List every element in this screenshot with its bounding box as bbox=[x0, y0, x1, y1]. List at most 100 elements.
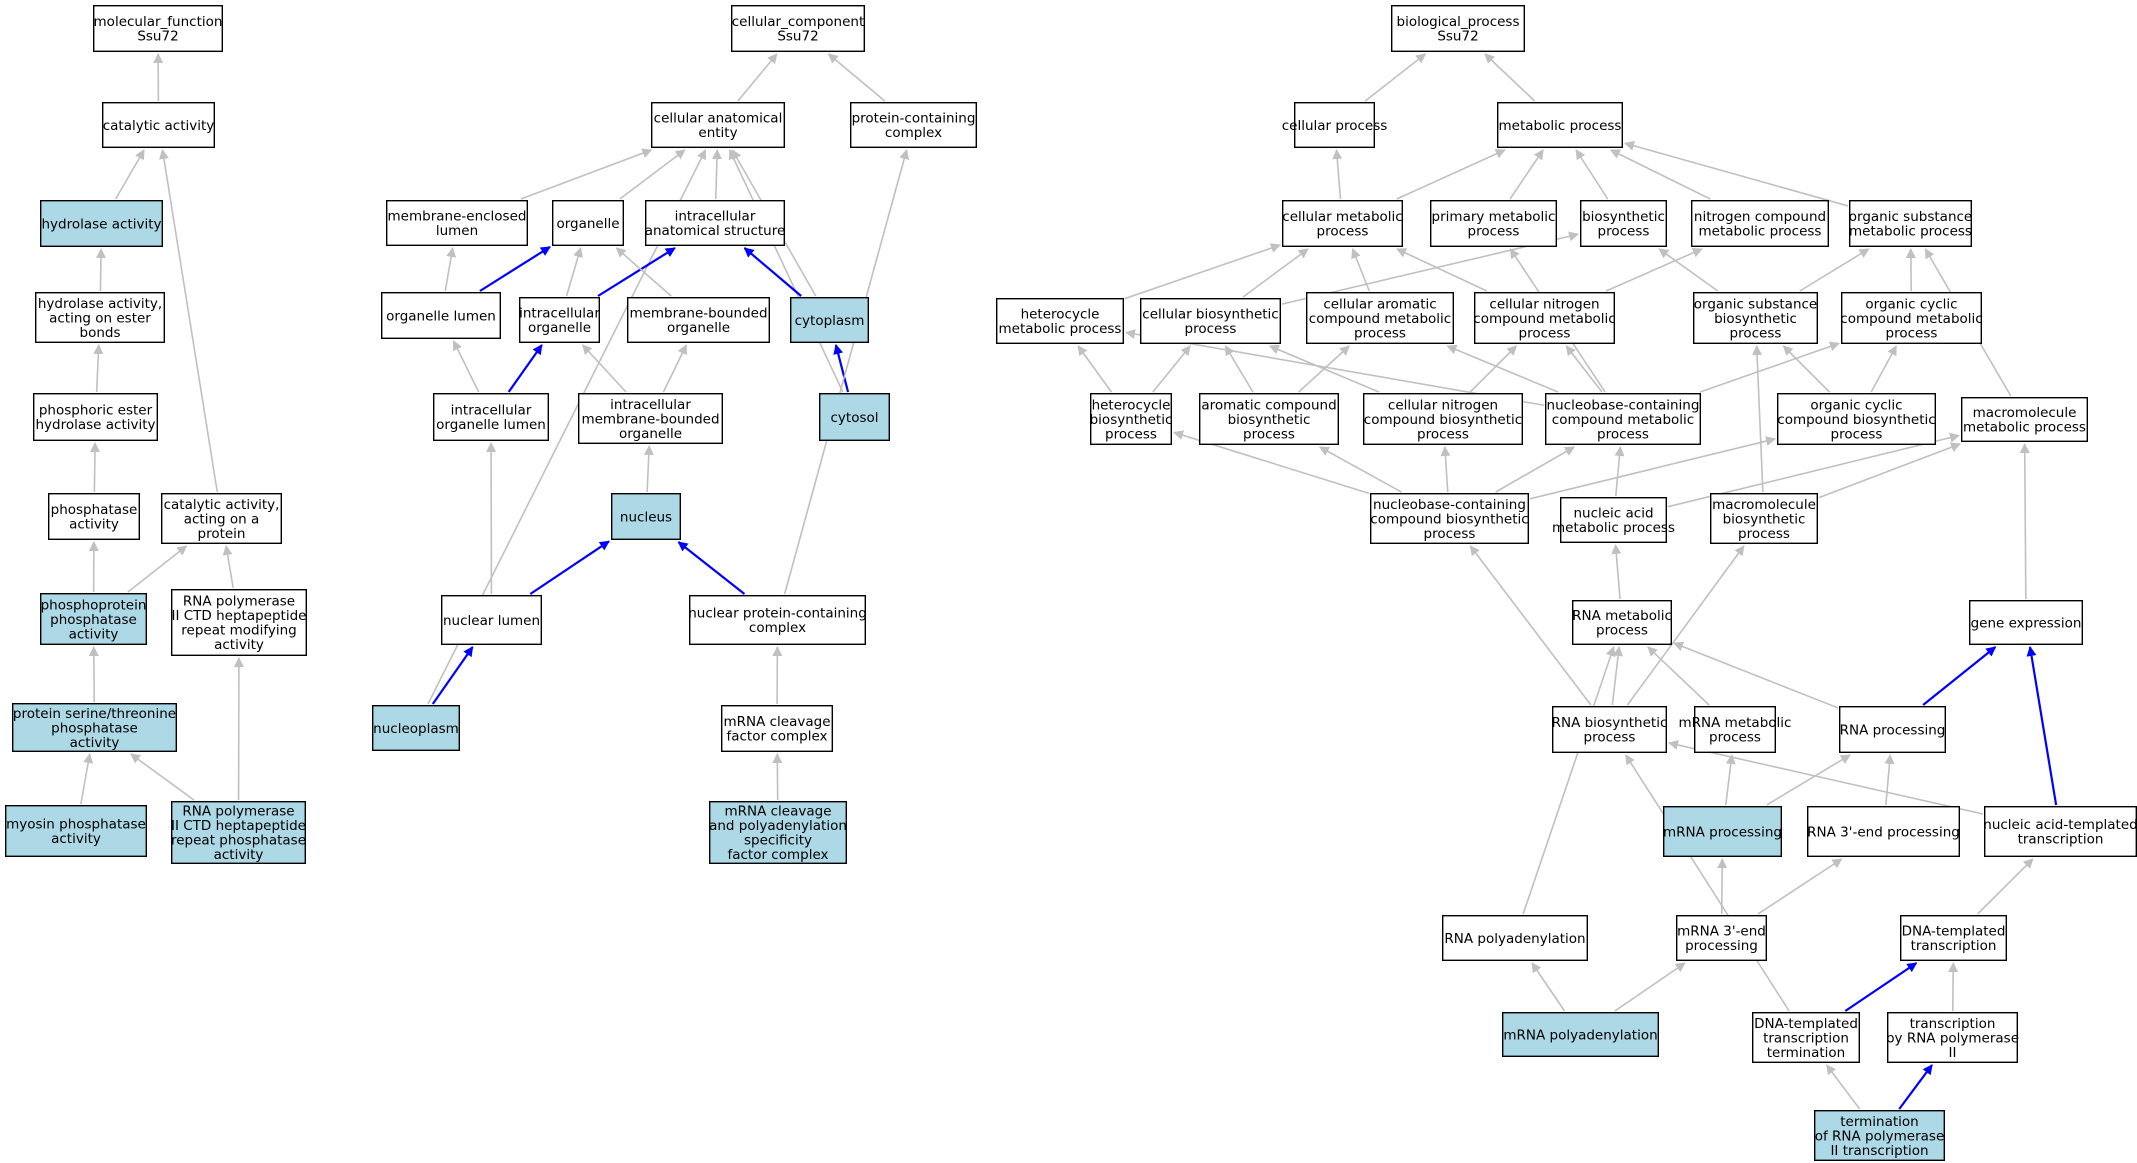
node-box bbox=[1281, 199, 1403, 247]
node-box bbox=[1198, 393, 1339, 446]
go-term-node-orglum[interactable]: organelle lumen bbox=[381, 292, 502, 340]
go-term-node-org[interactable]: organelle bbox=[552, 199, 625, 246]
edge-cacmp-to-cmp bbox=[1351, 248, 1371, 292]
go-term-node-nuclum[interactable]: nuclear lumen bbox=[441, 595, 543, 646]
go-term-node-nucleus[interactable]: nucleus bbox=[611, 493, 682, 541]
go-term-node-mrnapoly[interactable]: mRNA polyadenylation bbox=[1501, 1012, 1659, 1058]
node-label-line: RNA processing bbox=[1840, 722, 1946, 738]
node-label-line: lumen bbox=[436, 223, 478, 239]
go-term-node-mp[interactable]: metabolic process bbox=[1496, 101, 1623, 148]
node-label-line: organelle bbox=[667, 320, 730, 336]
edge-rnabp-to-nbcbp bbox=[1469, 545, 1592, 706]
node-label-line: of RNA polymerase bbox=[1815, 1128, 1945, 1144]
edge-mrnapoly-to-mrna3 bbox=[1614, 962, 1686, 1012]
node-box bbox=[519, 297, 601, 344]
node-box bbox=[1496, 101, 1623, 148]
go-term-node-ge[interactable]: gene expression bbox=[1968, 600, 2083, 646]
node-label-line: transcription bbox=[2018, 832, 2104, 848]
go-term-node-rnaproc[interactable]: RNA processing bbox=[1838, 706, 1946, 754]
node-box bbox=[381, 292, 502, 340]
node-box bbox=[1899, 915, 2007, 962]
go-term-node-rnapoly[interactable]: RNA polyadenylation bbox=[1441, 915, 1588, 962]
go-term-node-cat[interactable]: catalytic activity bbox=[101, 101, 215, 148]
edge-orglum-to-org bbox=[479, 245, 551, 292]
go-term-node-rna3[interactable]: RNA 3'-end processing bbox=[1806, 806, 1960, 858]
node-label-line: II transcription bbox=[1830, 1143, 1928, 1159]
edge-term-to-dttt bbox=[1825, 1064, 1861, 1110]
node-label-line: primary metabolic bbox=[1432, 209, 1556, 225]
edge-mrnamp-to-rnamp bbox=[1647, 646, 1710, 706]
node-label-line: organic substance bbox=[1849, 209, 1972, 225]
edge-npcc-to-pcc bbox=[783, 149, 910, 595]
edge-serthr-to-ppp bbox=[88, 646, 99, 703]
node-box bbox=[4, 805, 148, 858]
go-term-node-cp[interactable]: cellular process bbox=[1282, 101, 1388, 148]
node-box bbox=[790, 297, 870, 344]
edge-pcc-to-cc bbox=[827, 53, 886, 102]
node-label-line: cellular anatomical bbox=[654, 111, 783, 127]
node-box bbox=[160, 493, 282, 545]
node-label-line: complex bbox=[749, 620, 806, 636]
go-term-node-serthr[interactable]: protein serine/threoninephosphataseactiv… bbox=[11, 703, 178, 753]
go-term-node-cyto[interactable]: cytoplasm bbox=[790, 297, 870, 344]
go-term-node-nucleoplasm[interactable]: nucleoplasm bbox=[372, 705, 461, 752]
go-term-node-cytosol[interactable]: cytosol bbox=[819, 393, 891, 442]
node-label-line: by RNA polymerase bbox=[1886, 1030, 2019, 1046]
go-term-node-hyd[interactable]: hydrolase activity bbox=[40, 199, 163, 247]
node-box bbox=[40, 199, 163, 247]
node-box bbox=[1305, 292, 1454, 345]
go-term-node-mrnaproc[interactable]: mRNA processing bbox=[1662, 806, 1782, 858]
